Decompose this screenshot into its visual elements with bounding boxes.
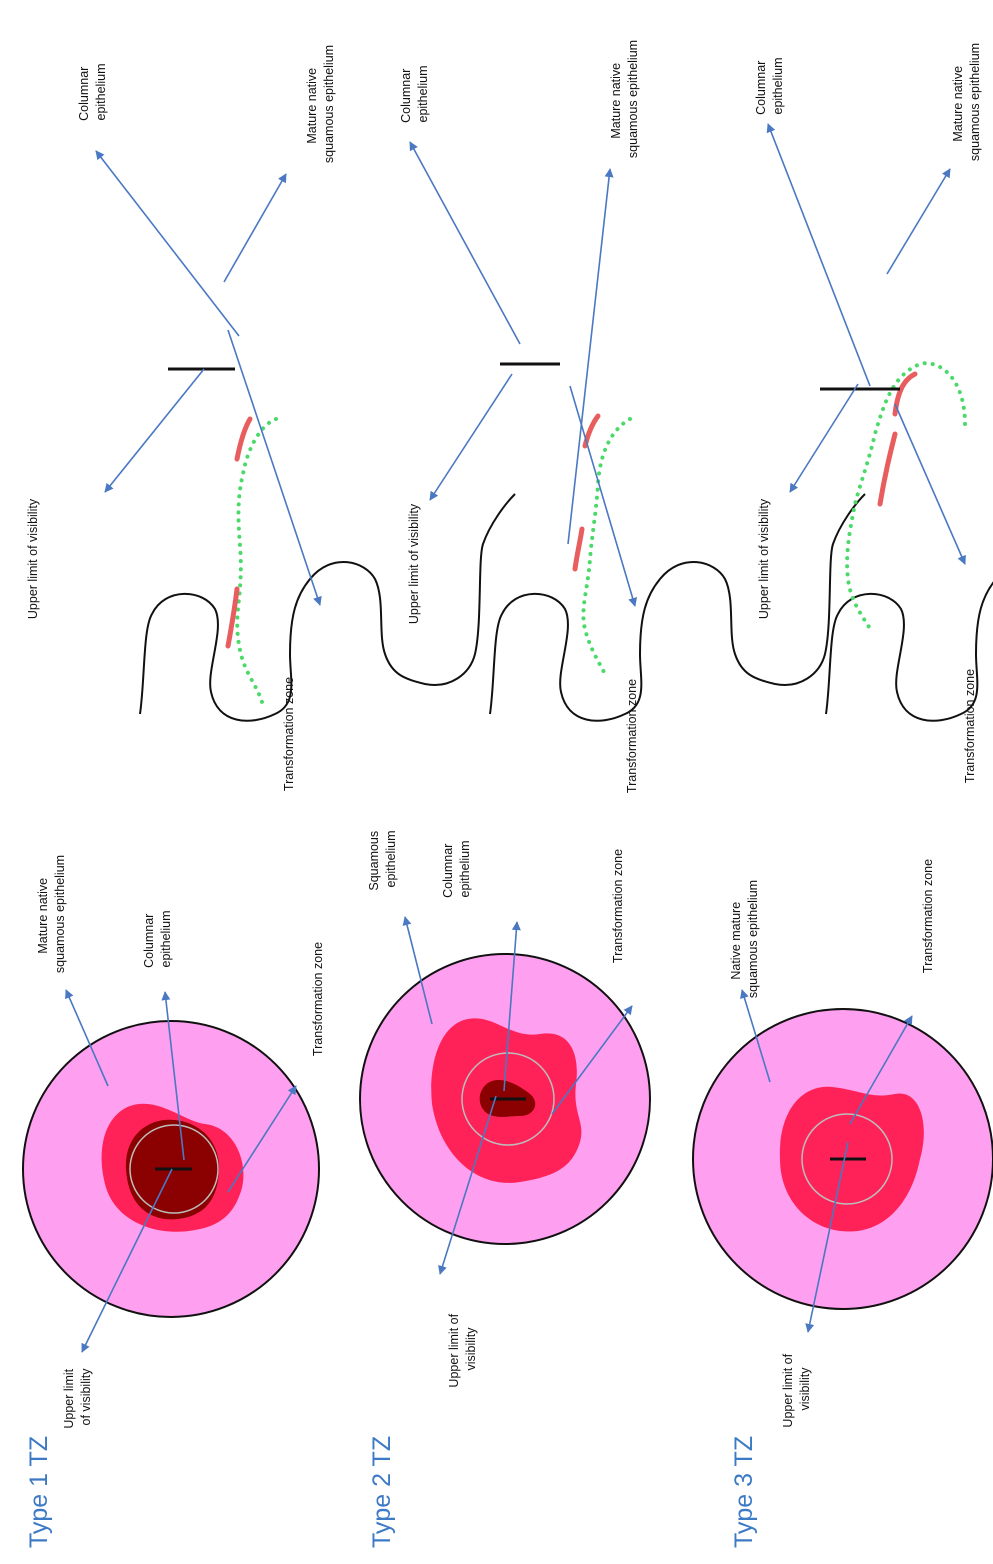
cervix-profile-view: Upper limit of visibility Transformation… bbox=[26, 45, 516, 791]
arrow-columnar bbox=[503, 921, 521, 1092]
label-tz: Transformation zone bbox=[311, 942, 325, 1056]
cervix-disc-view: Upper limit of visibility Squamous epith… bbox=[359, 827, 651, 1388]
label-squamous: Squamous epithelium bbox=[367, 827, 398, 890]
label-tz: Transformation zone bbox=[625, 679, 639, 793]
arrow-tz bbox=[849, 1015, 913, 1125]
visibility-ring bbox=[801, 1113, 893, 1205]
arrow-upper-limit bbox=[805, 1141, 849, 1333]
panel-type3: Type 3 TZ Upper limit of visibility Nati… bbox=[692, 43, 993, 1548]
arrow-columnar bbox=[409, 141, 521, 345]
panel-type1: Type 1 TZ Upper limit of visibility Colu… bbox=[22, 45, 516, 1548]
arrow-tz bbox=[227, 1085, 297, 1193]
tz-band bbox=[877, 431, 898, 507]
arrow-squamous bbox=[65, 989, 109, 1087]
panel-title: Type 1 TZ bbox=[25, 1436, 53, 1548]
arrow-squamous bbox=[567, 168, 614, 545]
cervix-profile-view: Upper limit of visibility Transformation… bbox=[399, 40, 866, 793]
label-columnar: Columnar epithelium bbox=[142, 910, 173, 968]
arrow-upper-limit bbox=[438, 1095, 497, 1275]
tz-band bbox=[582, 413, 601, 449]
label-columnar: Columnar epithelium bbox=[754, 57, 785, 115]
arrow-columnar bbox=[161, 991, 185, 1161]
label-upper-limit: Upper limit of visibility bbox=[757, 498, 771, 619]
arrow-upper-limit bbox=[81, 1168, 173, 1353]
arrow-squamous bbox=[402, 916, 433, 1025]
arrow-squamous bbox=[740, 989, 771, 1083]
label-squamous: Mature native squamous epithelium bbox=[609, 40, 640, 158]
scj-dots bbox=[581, 417, 632, 676]
label-upper-limit: Upper limit of visibility bbox=[26, 498, 40, 619]
cervix-profile-view: Upper limit of visibility Transformation… bbox=[754, 43, 993, 783]
label-squamous: Mature native squamous epithelium bbox=[36, 855, 67, 973]
tz-band bbox=[234, 416, 253, 462]
label-squamous: Native mature squamous epithelium bbox=[729, 880, 760, 998]
label-tz: Transformation zone bbox=[921, 859, 935, 973]
tz-band bbox=[225, 586, 240, 649]
arrow-tz bbox=[894, 403, 966, 565]
label-upper-limit: Upper limit of visibility bbox=[407, 503, 421, 624]
tz-band bbox=[892, 371, 918, 417]
visibility-ring bbox=[129, 1124, 219, 1214]
label-squamous: Mature native squamous epithelium bbox=[951, 43, 982, 161]
cervix-outline bbox=[489, 493, 866, 722]
arrow-upper-limit bbox=[104, 368, 205, 493]
arrow-squamous bbox=[223, 173, 287, 283]
label-upper-limit: Upper limit of visibility bbox=[62, 1365, 93, 1428]
scj-dots bbox=[235, 417, 278, 704]
label-squamous: Mature native squamous epithelium bbox=[305, 45, 336, 163]
label-columnar: Columnar epithelium bbox=[77, 63, 108, 121]
label-columnar: Columnar epithelium bbox=[441, 840, 472, 898]
scj-dots bbox=[845, 361, 967, 631]
label-upper-limit: Upper limit of visibility bbox=[781, 1350, 812, 1427]
arrow-tz bbox=[569, 385, 638, 607]
label-tz: Transformation zone bbox=[282, 677, 296, 791]
arrow-tz bbox=[227, 329, 322, 606]
cervix-outline bbox=[139, 493, 516, 722]
arrow-squamous bbox=[886, 168, 951, 275]
panel-title: Type 2 TZ bbox=[368, 1436, 396, 1548]
visibility-ring bbox=[461, 1052, 555, 1146]
label-tz: Transformation zone bbox=[963, 669, 977, 783]
cervix-outline bbox=[825, 493, 993, 722]
label-upper-limit: Upper limit of visibility bbox=[447, 1310, 478, 1387]
cervix-disc-view: Upper limit of visibility Columnar epith… bbox=[22, 855, 325, 1429]
tz-band bbox=[572, 526, 585, 572]
panel-title: Type 3 TZ bbox=[730, 1436, 758, 1548]
label-tz: Transformation zone bbox=[611, 849, 625, 963]
arrow-columnar bbox=[766, 123, 871, 387]
arrow-tz bbox=[551, 1005, 633, 1115]
rotated-figure: Type 1 TZ Upper limit of visibility Colu… bbox=[22, 40, 993, 1548]
panel-type2: Type 2 TZ Upper limit of visibility Squa… bbox=[359, 40, 866, 1548]
cervix-disc-view: Upper limit of visibility Native mature … bbox=[692, 859, 993, 1428]
label-columnar: Columnar epithelium bbox=[399, 65, 430, 123]
arrow-columnar bbox=[95, 150, 240, 337]
arrow-upper-limit bbox=[789, 383, 859, 493]
arrow-upper-limit bbox=[429, 373, 513, 501]
